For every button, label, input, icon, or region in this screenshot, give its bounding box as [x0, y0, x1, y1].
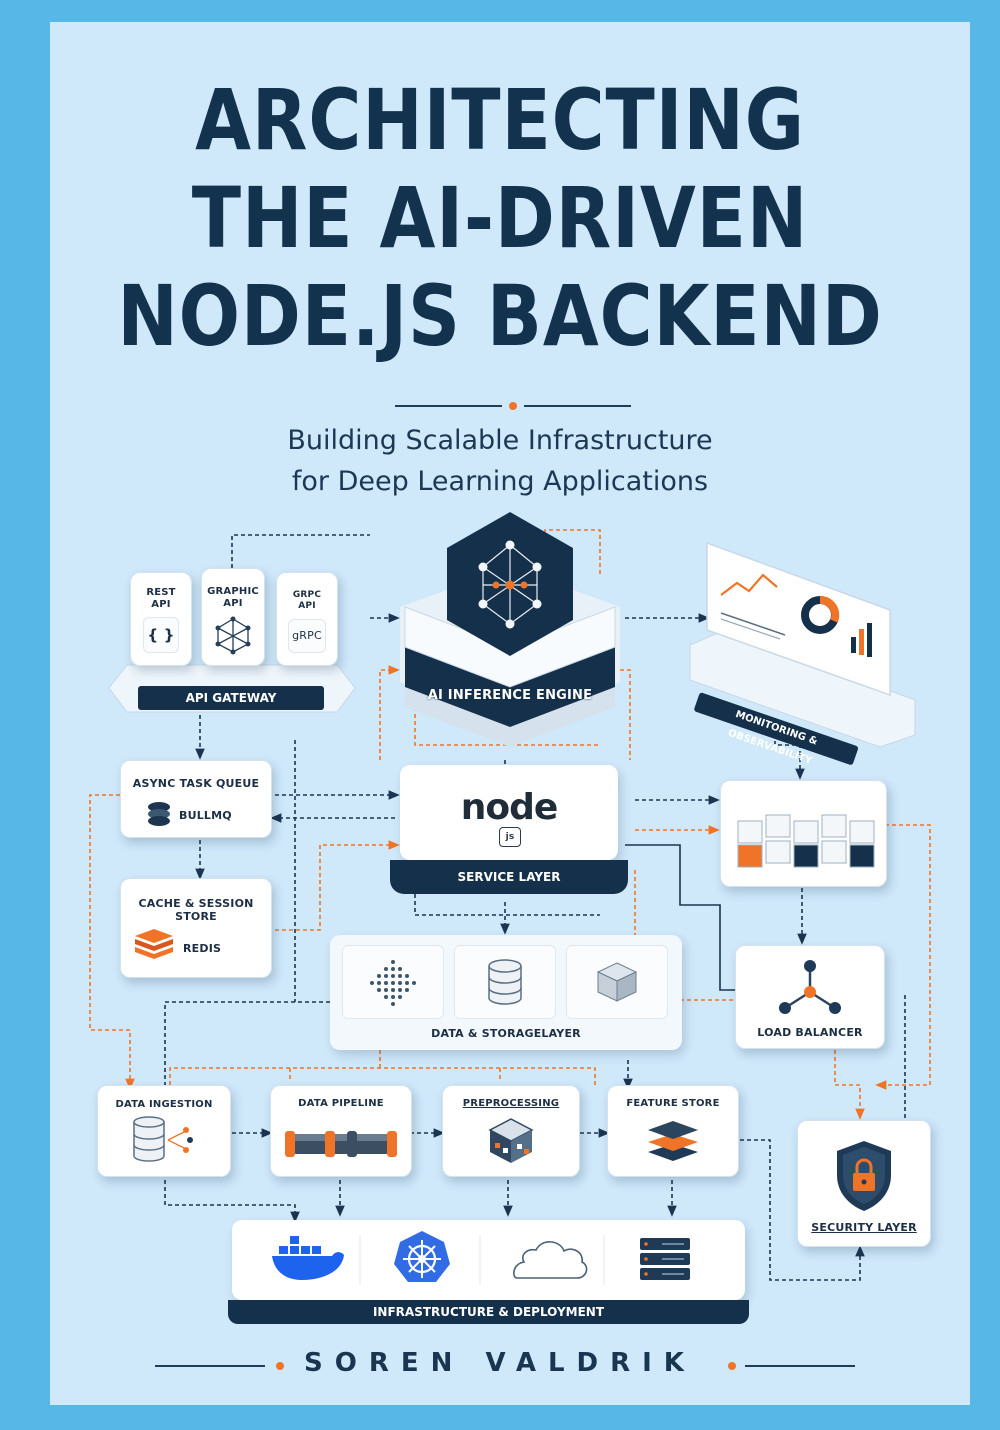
preprocessing-cube-icon: [488, 1118, 534, 1163]
database-tile: [454, 945, 556, 1019]
cube-icon: [596, 962, 638, 1002]
compute-cluster-card: [720, 780, 887, 887]
graphql-api-card: GRAPHIC API: [201, 568, 265, 666]
shield-lock-icon: [837, 1141, 891, 1211]
bullmq-label: BULLMQ: [179, 809, 232, 822]
monitoring-block: [689, 541, 916, 748]
database-ingestion-icon: [133, 1116, 193, 1162]
service-layer-card: node js: [400, 765, 618, 860]
data-storage-layer-label: DATA & STORAGELAYER: [431, 1027, 581, 1040]
infrastructure-deployment-label: INFRASTRUCTURE & DEPLOYMENT: [228, 1300, 749, 1324]
grpc-icon: gRPC: [288, 619, 326, 653]
api-gateway-label: API GATEWAY: [138, 686, 324, 710]
docker-icon: [272, 1236, 344, 1280]
title-line-1: ARCHITECTING: [195, 71, 805, 169]
grpc-api-label-1: GRPC: [292, 590, 322, 600]
redis-icon: [135, 929, 173, 959]
data-ingestion-card: DATA INGESTION: [97, 1085, 231, 1177]
feature-store-label: FEATURE STORE: [626, 1098, 720, 1109]
author-name: SOREN VALDRIK: [304, 1348, 696, 1378]
cube-cluster-icon: [737, 814, 875, 868]
subtitle-line-2: for Deep Learning Applications: [291, 466, 709, 497]
object-store-tile: [566, 945, 668, 1019]
graphql-api-label-1: GRAPHIC: [207, 586, 259, 597]
infrastructure-icons: [272, 1231, 690, 1285]
grpc-api-card: GRPC API gRPC: [276, 572, 338, 666]
data-pipeline-card: DATA PIPELINE: [270, 1085, 412, 1177]
grpc-api-label-2: API: [298, 601, 316, 611]
title-divider-left: [395, 405, 502, 407]
title-line-2: THE AI-DRIVEN: [191, 169, 809, 267]
title-line-3: NODE.JS BACKEND: [117, 267, 883, 365]
preprocessing-label: PREPROCESSING: [462, 1098, 560, 1109]
preprocessing-card: PREPROCESSING: [442, 1085, 580, 1177]
load-balancer-label: LOAD BALANCER: [757, 1026, 863, 1039]
title-divider-dot: [509, 402, 517, 410]
pipe-icon: [285, 1131, 397, 1157]
graph-network-icon: [215, 616, 251, 655]
author-divider-right: [745, 1365, 855, 1367]
data-pipeline-label: DATA PIPELINE: [298, 1098, 384, 1109]
vector-dots-icon: [370, 960, 416, 1006]
infrastructure-deployment-card: [232, 1220, 745, 1300]
load-balancer-icon: [779, 960, 841, 1014]
ai-inference-engine-block: [400, 512, 620, 747]
cloud-icon: [513, 1241, 588, 1279]
rest-api-card: REST API { }: [130, 572, 192, 666]
vector-grid-tile: [342, 945, 444, 1019]
nodejs-logo: node: [460, 787, 559, 828]
async-task-queue-label: ASYNC TASK QUEUE: [132, 777, 260, 790]
redis-label: REDIS: [183, 942, 222, 955]
author-dot-left: [276, 1362, 284, 1370]
cache-session-store-card: CACHE & SESSION STORE REDIS: [120, 878, 272, 978]
server-rack-icon: [640, 1238, 690, 1280]
security-layer-label: SECURITY LAYER: [811, 1221, 917, 1234]
layers-icon: [648, 1121, 698, 1161]
data-storage-layer-card: DATA & STORAGELAYER: [330, 935, 682, 1050]
async-task-queue-card: ASYNC TASK QUEUE BULLMQ: [120, 760, 272, 838]
cache-label-1: CACHE & SESSION: [138, 897, 254, 910]
cache-label-2: STORE: [175, 910, 217, 923]
rest-api-label-2: API: [151, 599, 171, 610]
author-divider-left: [155, 1365, 265, 1367]
kubernetes-icon: [394, 1231, 450, 1282]
ai-inference-engine-label: AI INFERENCE ENGINE: [427, 688, 593, 703]
data-ingestion-label: DATA INGESTION: [115, 1099, 213, 1110]
braces-icon: { }: [143, 617, 179, 653]
database-icon: [488, 959, 522, 1005]
grpc-glyph: gRPC: [292, 629, 322, 642]
queue-stack-icon: [148, 802, 170, 826]
service-layer-label: SERVICE LAYER: [390, 860, 628, 894]
security-layer-card: SECURITY LAYER: [797, 1120, 931, 1247]
author-dot-right: [728, 1362, 736, 1370]
braces-glyph: { }: [147, 626, 175, 644]
nodejs-logo-badge: js: [499, 827, 521, 847]
subtitle-line-1: Building Scalable Infrastructure: [287, 425, 713, 456]
graphql-api-label-2: API: [223, 598, 243, 609]
title-divider-right: [524, 405, 631, 407]
rest-api-label-1: REST: [146, 587, 176, 598]
load-balancer-card: LOAD BALANCER: [735, 945, 885, 1049]
feature-store-card: FEATURE STORE: [607, 1085, 739, 1177]
